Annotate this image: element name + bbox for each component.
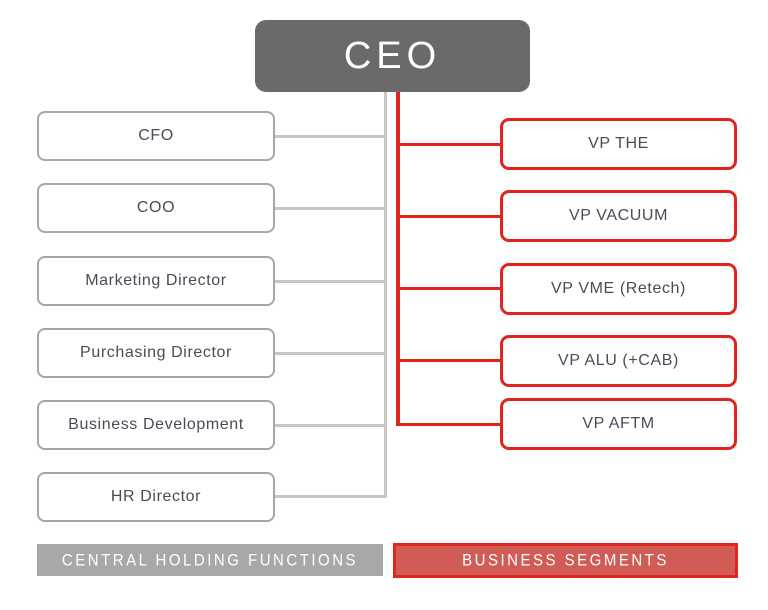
connector-coo <box>273 207 386 210</box>
connector-vp-vme <box>398 287 502 290</box>
node-hr-director: HR Director <box>37 472 275 522</box>
legend-label: BUSINESS SEGMENTS <box>462 550 669 571</box>
node-label: COO <box>136 199 176 216</box>
node-label: VP VACUUM <box>568 207 669 224</box>
node-label: VP THE <box>588 135 649 152</box>
node-cfo: CFO <box>37 111 275 161</box>
node-label: CFO <box>138 127 174 144</box>
legend-business-segments: BUSINESS SEGMENTS <box>393 543 738 578</box>
connector-marketing-director <box>273 280 386 283</box>
connector-vp-vacuum <box>398 215 502 218</box>
node-vp-the: VP THE <box>500 118 737 170</box>
node-vp-aftm: VP AFTM <box>500 398 737 450</box>
node-vp-alu: VP ALU (+CAB) <box>500 335 737 387</box>
node-label: Business Development <box>68 416 244 433</box>
node-label: VP AFTM <box>582 415 655 432</box>
node-coo: COO <box>37 183 275 233</box>
node-purchasing-director: Purchasing Director <box>37 328 275 378</box>
legend-central-holding-functions: CENTRAL HOLDING FUNCTIONS <box>37 544 383 576</box>
node-label: VP ALU (+CAB) <box>558 352 679 369</box>
connector-vp-the <box>398 143 502 146</box>
ceo-node: CEO <box>255 20 530 92</box>
ceo-label: CEO <box>343 34 442 77</box>
connector-cfo <box>273 135 386 138</box>
connector-vp-aftm <box>398 423 502 426</box>
connector-purchasing-director <box>273 352 386 355</box>
node-business-development: Business Development <box>37 400 275 450</box>
node-label: HR Director <box>110 488 202 505</box>
node-label: Marketing Director <box>85 272 227 289</box>
legend-label: CENTRAL HOLDING FUNCTIONS <box>61 550 359 570</box>
connector-red-trunk <box>396 92 400 426</box>
connector-vp-alu <box>398 359 502 362</box>
node-vp-vme: VP VME (Retech) <box>500 263 737 315</box>
node-label: VP VME (Retech) <box>551 280 686 297</box>
node-vp-vacuum: VP VACUUM <box>500 190 737 242</box>
connector-gray-trunk <box>384 92 387 497</box>
connector-hr-director <box>273 495 386 498</box>
connector-business-development <box>273 424 386 427</box>
node-label: Purchasing Director <box>80 344 232 361</box>
node-marketing-director: Marketing Director <box>37 256 275 306</box>
